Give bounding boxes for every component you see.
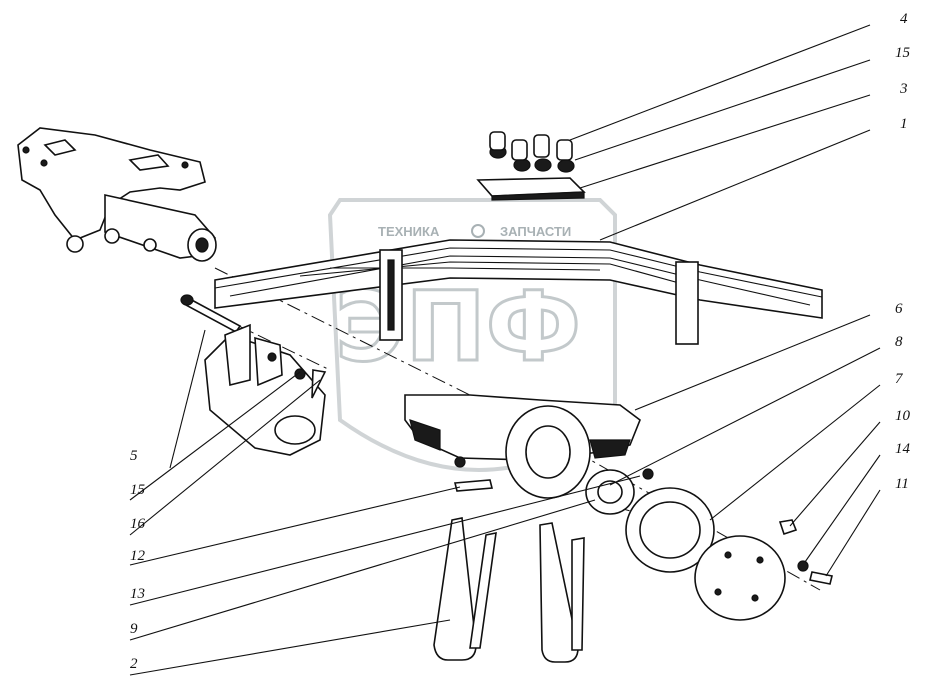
lower-bracket — [204, 323, 327, 456]
callout-13: 13 — [130, 586, 145, 602]
u-bolts — [433, 517, 585, 663]
assembly-axis-line — [214, 267, 821, 591]
callout-11: 11 — [895, 476, 909, 492]
callout-6: 6 — [895, 301, 903, 317]
callout-14: 14 — [895, 441, 911, 457]
callout-4: 4 — [900, 11, 908, 27]
callout-2: 2 — [130, 656, 138, 672]
watermark-letters: ЭПФ — [335, 271, 581, 383]
screw — [809, 571, 833, 585]
spring-seat — [404, 394, 641, 499]
watermark: ТЕХНИКА ЗАПЧАСТИ ЭПФ — [327, 198, 617, 472]
callout-1: 1 — [900, 116, 908, 132]
watermark-gear-icon — [471, 224, 485, 238]
callout-10: 10 — [895, 408, 911, 424]
callout-3: 3 — [899, 81, 908, 97]
callout-7: 7 — [895, 371, 904, 387]
callout-labels: 4 15 3 1 6 8 7 10 14 11 5 15 16 12 13 9 … — [130, 11, 911, 672]
callout-15-top: 15 — [895, 45, 911, 61]
seal-washer — [625, 487, 715, 573]
pin — [453, 479, 494, 492]
callout-8: 8 — [895, 334, 903, 350]
watermark-text-right: ЗАПЧАСТИ — [500, 224, 571, 239]
grease-ball — [642, 468, 654, 480]
spring-bracket — [17, 127, 217, 262]
cover-plate — [694, 535, 786, 621]
leaf-spring — [214, 239, 823, 345]
lock-washer — [797, 560, 809, 572]
callout-9: 9 — [130, 621, 138, 637]
leader-lines — [129, 24, 881, 676]
callout-15-bottom: 15 — [130, 482, 146, 498]
clamp-plate-assembly — [476, 131, 586, 201]
callout-5: 5 — [130, 448, 138, 464]
callout-16: 16 — [130, 516, 146, 532]
watermark-text-left: ТЕХНИКА — [378, 224, 440, 239]
callout-12: 12 — [130, 548, 146, 564]
